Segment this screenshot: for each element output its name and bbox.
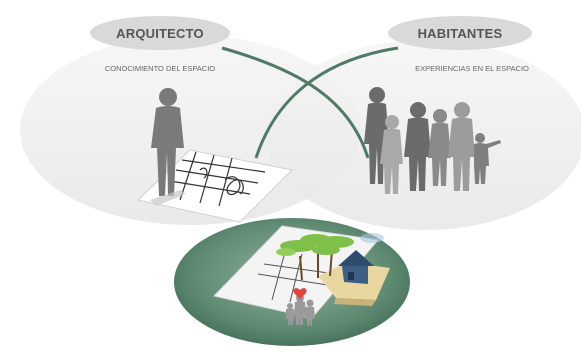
inhabitant-4 xyxy=(428,109,451,186)
house-model xyxy=(338,250,374,284)
right-subtitle: EXPERIENCIAS EN EL ESPACIO xyxy=(415,64,529,73)
left-subtitle: CONOCIMIENTO DEL ESPACIO xyxy=(104,64,216,73)
architect-plan-sheet xyxy=(136,149,294,223)
architect-figure xyxy=(151,88,184,196)
sky-haze xyxy=(360,233,384,243)
right-title-pill xyxy=(388,16,532,50)
inhabitant-3 xyxy=(404,102,431,191)
arc-inhabitants-to-architect xyxy=(254,46,399,159)
tree-group xyxy=(276,234,354,281)
arc-architect-to-inhabitants xyxy=(221,46,370,159)
inhabitant-5 xyxy=(448,102,475,191)
inhabitants-group xyxy=(364,87,501,194)
heart-icon xyxy=(293,288,307,299)
right-title: HABITANTES xyxy=(417,25,503,41)
left-title: ARQUITECTO xyxy=(116,25,204,41)
inhabitant-child xyxy=(474,133,501,184)
architect-shadow xyxy=(150,190,186,206)
left-title-pill xyxy=(90,16,230,50)
inhabitant-2 xyxy=(380,115,403,194)
